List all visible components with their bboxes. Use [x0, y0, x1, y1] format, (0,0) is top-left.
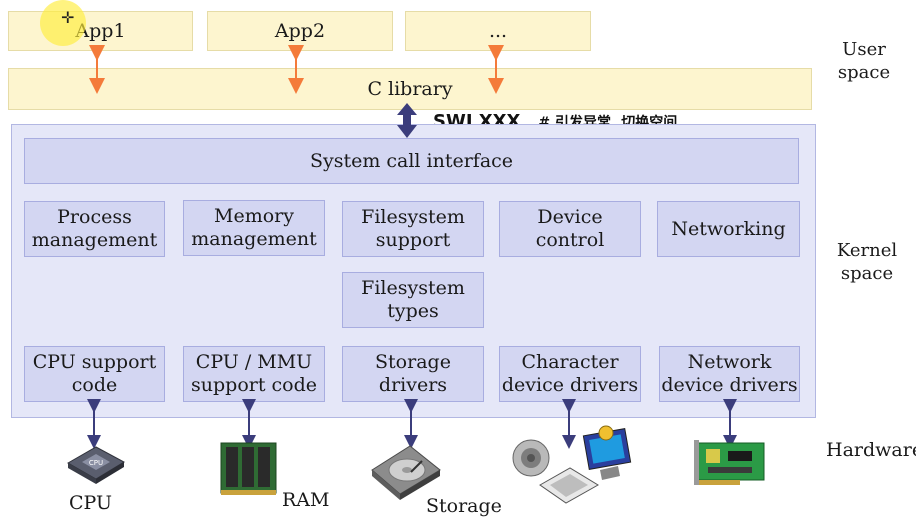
syscall-arrow: [397, 103, 417, 138]
process-management-label: Process management: [31, 206, 158, 251]
cpu-support-code-box: CPU support code: [24, 346, 165, 402]
storage-drivers-box: Storage drivers: [342, 346, 484, 402]
character-device-drivers-label: Character device drivers: [501, 351, 639, 396]
ram-module-icon: [220, 442, 277, 495]
speaker-keyboard-monitor-icon: [512, 425, 632, 504]
system-call-interface-label: System call interface: [309, 149, 514, 172]
app-more-label: ...: [488, 19, 508, 42]
character-device-drivers-box: Character device drivers: [499, 346, 641, 402]
app1-box: App1: [8, 11, 193, 51]
filesystem-support-label: Filesystem support: [361, 206, 465, 251]
storage-drivers-label: Storage drivers: [375, 351, 451, 396]
user-space-label: User space: [837, 39, 891, 83]
ram-label: RAM: [282, 489, 330, 511]
filesystem-types-label: Filesystem types: [361, 277, 465, 322]
memory-management-box: Memory management: [183, 200, 325, 256]
storage-label: Storage: [426, 495, 502, 517]
network-device-drivers-box: Network device drivers: [659, 346, 800, 402]
kernel-space-label: Kernel space: [836, 240, 898, 284]
app1-label: App1: [75, 19, 126, 42]
filesystem-types-box: Filesystem types: [342, 272, 484, 328]
network-device-drivers-label: Network device drivers: [661, 351, 798, 396]
cursor-highlight: [40, 0, 86, 46]
crosshair-cursor-icon: ✛: [61, 8, 75, 27]
c-library-label: C library: [367, 77, 453, 100]
network-card-icon: [694, 440, 765, 485]
cpu-support-code-label: CPU support code: [32, 351, 157, 396]
process-management-box: Process management: [24, 201, 165, 257]
cpu-chip-icon: CPU: [66, 446, 126, 484]
app2-label: App2: [274, 19, 326, 42]
cpu-label: CPU: [69, 492, 113, 514]
networking-box: Networking: [657, 201, 800, 257]
system-call-interface-box: System call interface: [24, 138, 799, 184]
svg-text:CPU: CPU: [89, 459, 103, 467]
app-more-box: ...: [405, 11, 591, 51]
device-control-box: Device control: [499, 201, 641, 257]
networking-label: Networking: [671, 217, 786, 240]
hardware-label: Hardware: [826, 439, 916, 461]
cpu-mmu-support-code-box: CPU / MMU support code: [183, 346, 325, 402]
filesystem-support-box: Filesystem support: [342, 201, 484, 257]
hard-disk-icon: [371, 445, 441, 500]
device-control-label: Device control: [535, 206, 605, 251]
cpu-mmu-support-code-label: CPU / MMU support code: [191, 351, 317, 396]
memory-management-label: Memory management: [191, 205, 317, 250]
